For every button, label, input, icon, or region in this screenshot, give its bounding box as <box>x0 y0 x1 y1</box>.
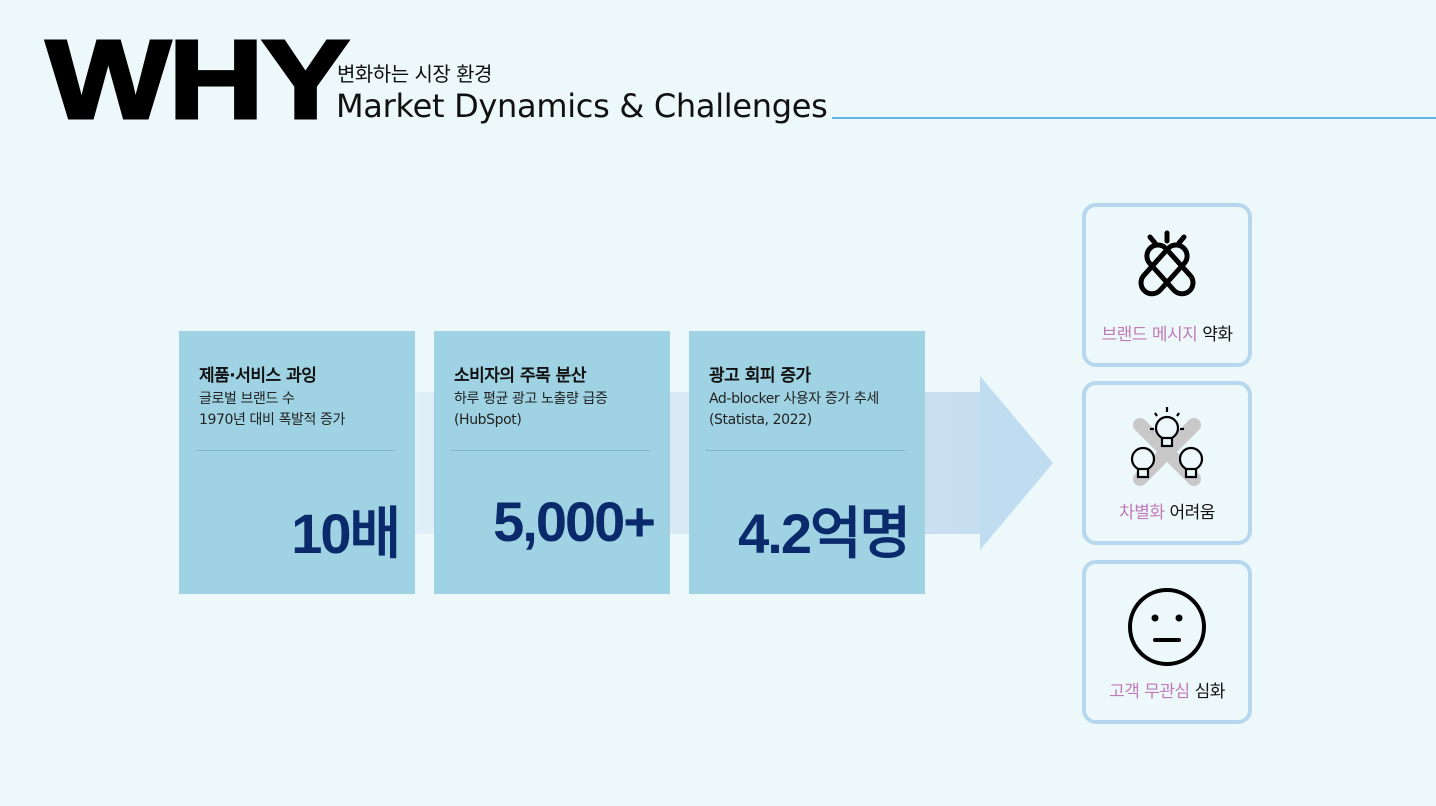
card-desc-line: 1970년 대비 폭발적 증가 <box>199 412 346 428</box>
subtitle-english: Market Dynamics & Challenges <box>336 87 828 125</box>
lightbulbs-icon <box>1130 407 1204 486</box>
issue-card-brand-message: 브랜드 메시지 약화 <box>1082 203 1252 367</box>
card-description: Ad-blocker 사용자 증가 추세 (Statista, 2022) <box>709 389 915 431</box>
card-description: 하루 평균 광고 노출량 급증 (HubSpot) <box>454 389 660 431</box>
issue-card-customer-indifference: 고객 무관심 심화 <box>1082 560 1252 724</box>
header-divider <box>832 117 1436 119</box>
issue-label-accent: 고객 무관심 <box>1109 682 1190 702</box>
card-divider <box>196 450 395 451</box>
issue-label-plain: 심화 <box>1194 682 1226 702</box>
issue-label: 고객 무관심 심화 <box>1086 677 1248 702</box>
issue-label-accent: 브랜드 메시지 <box>1101 325 1198 345</box>
issue-label: 브랜드 메시지 약화 <box>1086 320 1248 345</box>
card-title: 광고 회피 증가 <box>709 366 811 386</box>
card-metric: 5,000+ <box>493 490 656 553</box>
card-desc-line: (HubSpot) <box>454 412 522 428</box>
card-desc-line: 하루 평균 광고 노출량 급증 <box>454 391 608 407</box>
broken-chain-icon <box>1138 230 1196 297</box>
card-title: 소비자의 주목 분산 <box>454 366 586 386</box>
issue-label-plain: 어려움 <box>1169 503 1215 523</box>
stat-card-ad-avoidance: 광고 회피 증가 Ad-blocker 사용자 증가 추세 (Statista,… <box>689 331 925 594</box>
stat-card-product-overload: 제품·서비스 과잉 글로벌 브랜드 수 1970년 대비 폭발적 증가 10배 <box>179 331 415 594</box>
card-divider <box>451 450 650 451</box>
subtitle-korean: 변화하는 시장 환경 <box>337 62 492 86</box>
why-heading: WHY <box>44 17 351 142</box>
flow-arrow-head-icon <box>980 376 1053 550</box>
card-desc-line: (Statista, 2022) <box>709 412 812 428</box>
card-divider <box>706 450 905 451</box>
issue-card-differentiation: 차별화 어려움 <box>1082 381 1252 545</box>
neutral-face-icon <box>1128 588 1206 666</box>
issue-label-accent: 차별화 <box>1119 503 1165 523</box>
issue-label: 차별화 어려움 <box>1086 498 1248 523</box>
card-desc-line: 글로벌 브랜드 수 <box>199 391 295 407</box>
card-title: 제품·서비스 과잉 <box>199 366 317 386</box>
card-desc-line: Ad-blocker 사용자 증가 추세 <box>709 391 879 407</box>
issue-label-plain: 약화 <box>1202 325 1233 345</box>
card-metric: 4.2억명 <box>738 502 911 565</box>
card-metric: 10배 <box>291 502 401 565</box>
stat-card-attention-dispersion: 소비자의 주목 분산 하루 평균 광고 노출량 급증 (HubSpot) 5,0… <box>434 331 670 594</box>
card-description: 글로벌 브랜드 수 1970년 대비 폭발적 증가 <box>199 389 405 431</box>
